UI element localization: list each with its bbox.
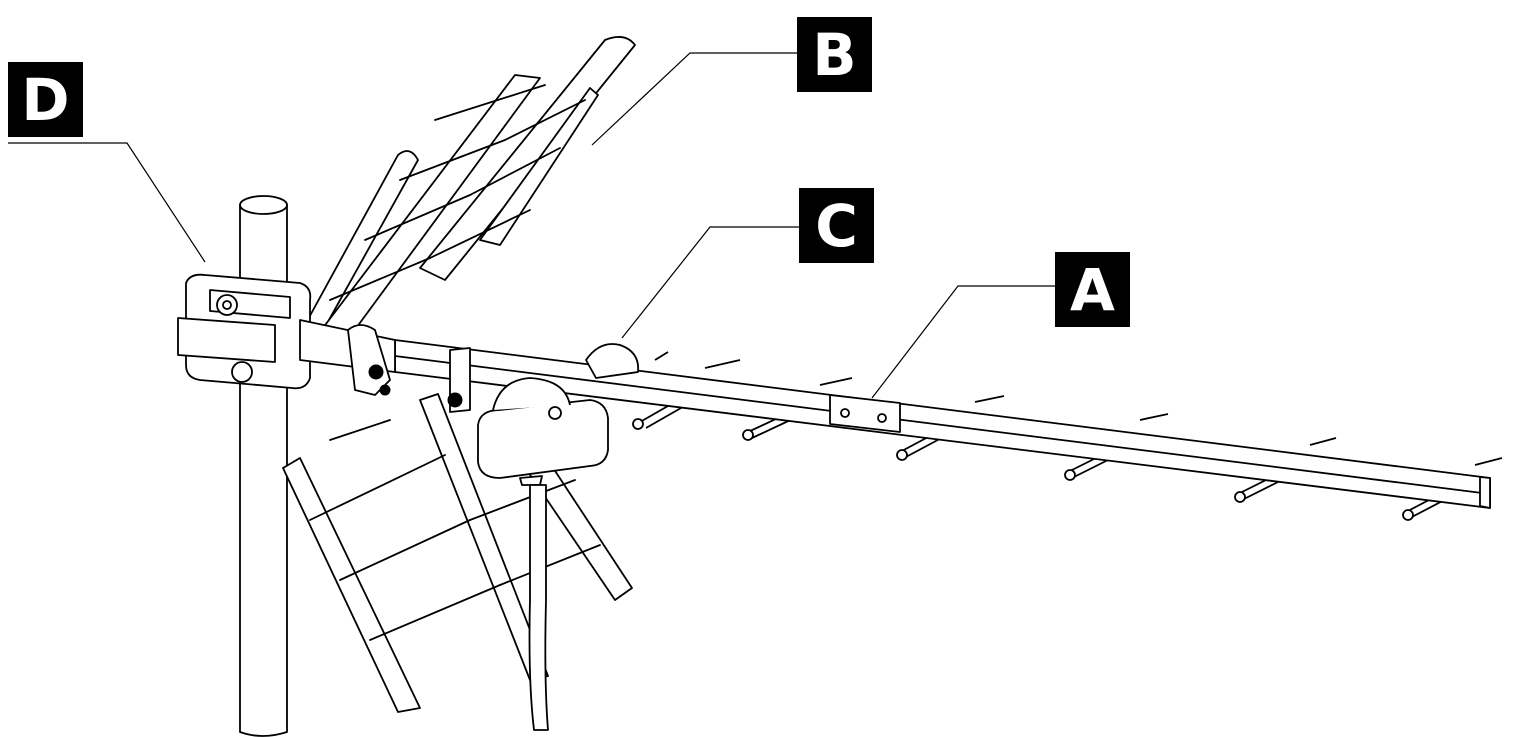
callout-label-a: A xyxy=(1055,252,1130,327)
callout-label-b: B xyxy=(797,17,872,92)
balun-box xyxy=(447,343,640,731)
leader-line-b xyxy=(591,52,797,146)
leader-line-c xyxy=(621,226,799,339)
mast-clamp xyxy=(177,273,396,396)
antenna-boom xyxy=(394,339,1491,509)
callout-label-c: C xyxy=(799,188,874,263)
leader-line-d xyxy=(8,142,206,263)
leader-lines xyxy=(8,52,1055,399)
lower-reflector xyxy=(282,393,633,713)
leader-line-a xyxy=(871,285,1055,399)
mast-pole xyxy=(239,195,288,737)
upper-reflector xyxy=(282,36,636,373)
callout-label-d: D xyxy=(8,62,83,137)
